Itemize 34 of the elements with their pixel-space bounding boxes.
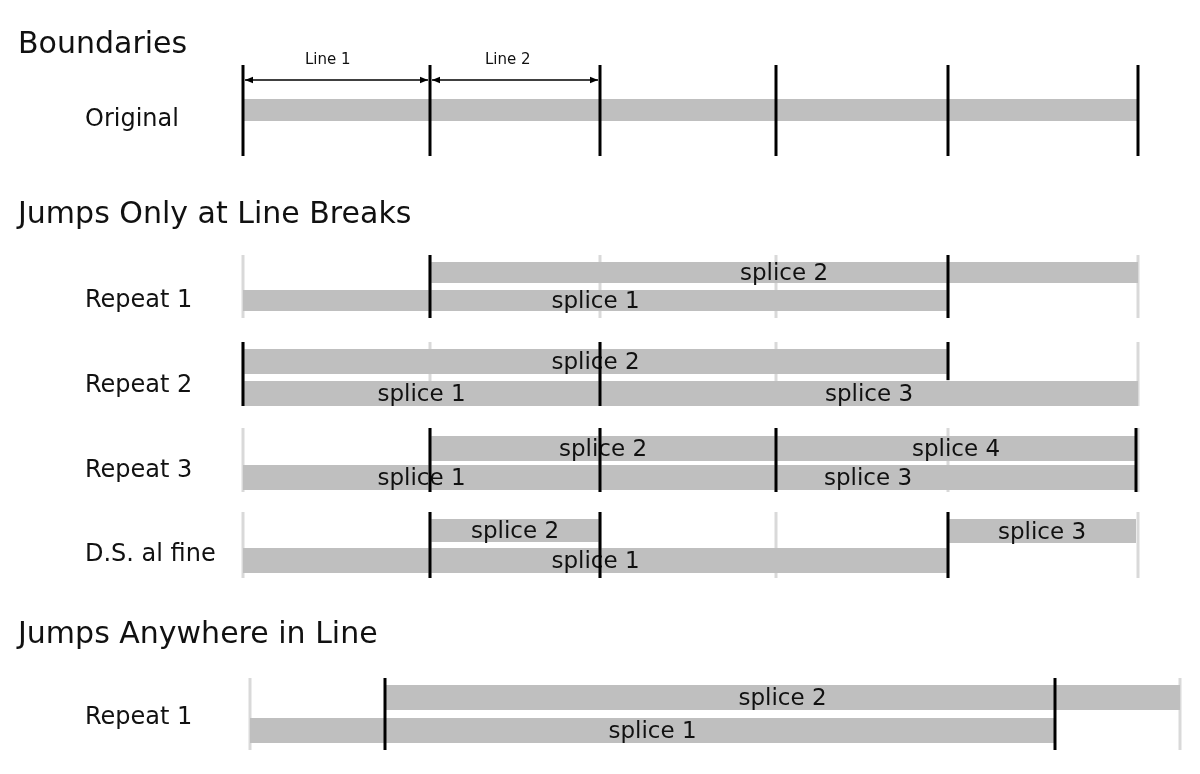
splice-label: splice 2 bbox=[739, 261, 829, 284]
splice-bar bbox=[250, 718, 1055, 743]
splice-bar bbox=[430, 262, 1138, 283]
splice-bar bbox=[243, 381, 600, 406]
splice-bar bbox=[243, 349, 948, 374]
row-label: Repeat 3 bbox=[85, 457, 193, 481]
splice-label: splice 3 bbox=[997, 519, 1087, 543]
timeline-bar bbox=[243, 99, 1138, 121]
splice-bar bbox=[243, 290, 948, 311]
splice-label: splice 3 bbox=[824, 382, 914, 405]
row-label: Repeat 1 bbox=[85, 704, 193, 728]
splice-label: splice 1 bbox=[551, 289, 640, 312]
row-label: Repeat 1 bbox=[85, 287, 193, 311]
dimension-label: Line 1 bbox=[305, 52, 351, 67]
splice-bar bbox=[430, 519, 600, 542]
splice-label: splice 3 bbox=[823, 466, 913, 489]
section-heading: Jumps Only at Line Breaks bbox=[18, 198, 412, 228]
splice-label: splice 1 bbox=[377, 382, 466, 405]
splice-bar bbox=[600, 465, 1136, 490]
section-heading: Jumps Anywhere in Line bbox=[18, 618, 378, 648]
dimension-label: Line 2 bbox=[485, 52, 531, 67]
splice-bar bbox=[385, 685, 1180, 710]
row-label: D.S. al fine bbox=[85, 541, 216, 565]
row-label: Repeat 2 bbox=[85, 372, 193, 396]
splice-label: splice 2 bbox=[738, 686, 827, 709]
splice-bar bbox=[243, 548, 948, 573]
splice-label: splice 4 bbox=[911, 437, 1001, 460]
splice-label: splice 1 bbox=[608, 719, 697, 742]
splice-bar bbox=[776, 436, 1136, 461]
splice-bar bbox=[948, 519, 1136, 543]
splice-bar bbox=[600, 381, 1138, 406]
splice-label: splice 2 bbox=[470, 519, 560, 542]
row-label: Original bbox=[85, 106, 179, 130]
section-heading: Boundaries bbox=[18, 28, 188, 58]
